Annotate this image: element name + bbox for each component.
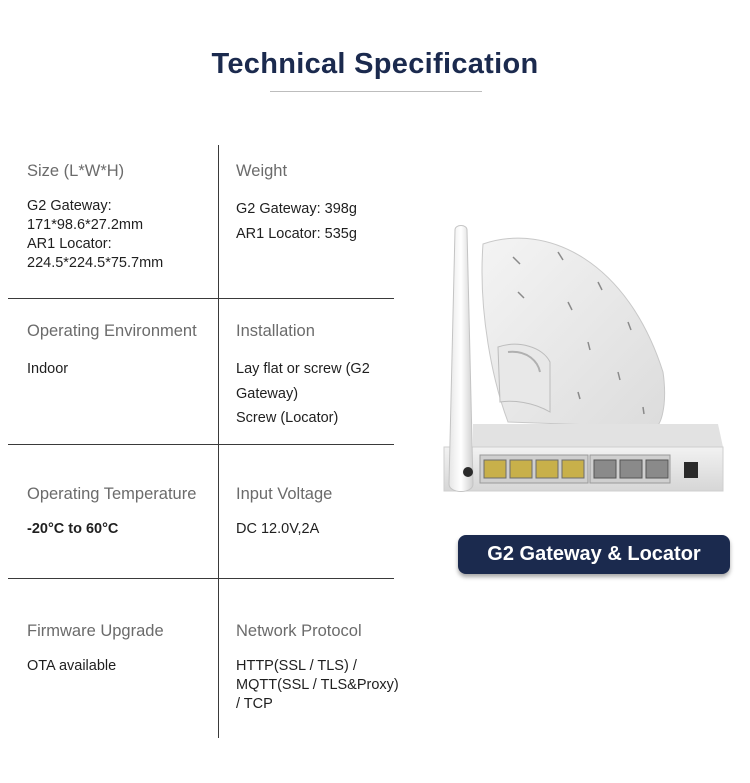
locator-device bbox=[481, 237, 666, 429]
spec-weight: Weight G2 Gateway: 398g AR1 Locator: 535… bbox=[236, 162, 426, 246]
spec-value: 224.5*224.5*75.7mm bbox=[27, 255, 164, 271]
spec-value: / TCP bbox=[236, 696, 273, 712]
spec-row-divider bbox=[8, 298, 394, 299]
spec-value: Indoor bbox=[27, 361, 69, 377]
spec-label: Installation bbox=[236, 322, 315, 340]
spec-value: HTTP(SSL / TLS) / bbox=[236, 658, 357, 674]
spec-label: Input Voltage bbox=[236, 485, 333, 503]
antenna bbox=[448, 225, 474, 492]
spec-grid-divider bbox=[218, 145, 219, 738]
spec-value: MQTT(SSL / TLS&Proxy) bbox=[236, 677, 399, 693]
spec-label: Firmware Upgrade bbox=[27, 622, 164, 640]
gateway-device bbox=[443, 424, 724, 492]
spec-row-divider bbox=[8, 444, 394, 445]
spec-value: -20°C to 60°C bbox=[27, 521, 119, 537]
spec-voltage: Input Voltage DC 12.0V,2A bbox=[236, 485, 426, 539]
spec-label: Operating Temperature bbox=[27, 485, 197, 503]
spec-label: Operating Environment bbox=[27, 322, 197, 340]
spec-label: Network Protocol bbox=[236, 622, 362, 640]
spec-value: G2 Gateway: bbox=[27, 198, 112, 214]
spec-value: Gateway) bbox=[236, 385, 299, 402]
spec-installation: Installation Lay flat or screw (G2 Gatew… bbox=[236, 322, 426, 431]
page-title: Technical Specification bbox=[211, 48, 539, 80]
spec-value: 171*98.6*27.2mm bbox=[27, 217, 144, 233]
spec-value: AR1 Locator: bbox=[27, 236, 112, 252]
spec-value: G2 Gateway: 398g bbox=[236, 201, 357, 217]
spec-value: DC 12.0V,2A bbox=[236, 521, 320, 537]
spec-value: AR1 Locator: 535g bbox=[236, 225, 357, 242]
product-image bbox=[443, 225, 724, 492]
spec-firmware: Firmware Upgrade OTA available bbox=[27, 622, 217, 676]
spec-environment: Operating Environment Indoor bbox=[27, 322, 217, 382]
product-badge: G2 Gateway & Locator bbox=[458, 535, 730, 574]
spec-temperature: Operating Temperature -20°C to 60°C bbox=[27, 485, 217, 539]
spec-label: Size (L*W*H) bbox=[27, 162, 125, 180]
spec-value: Lay flat or screw (G2 bbox=[236, 361, 370, 377]
spec-protocol: Network Protocol HTTP(SSL / TLS) / MQTT(… bbox=[236, 622, 426, 714]
spec-value: Screw (Locator) bbox=[236, 410, 339, 426]
spec-row-divider bbox=[8, 578, 394, 579]
spec-value: OTA available bbox=[27, 658, 117, 674]
spec-label: Weight bbox=[236, 162, 288, 180]
title-underline bbox=[270, 91, 482, 92]
spec-size: Size (L*W*H) G2 Gateway: 171*98.6*27.2mm… bbox=[27, 162, 217, 273]
